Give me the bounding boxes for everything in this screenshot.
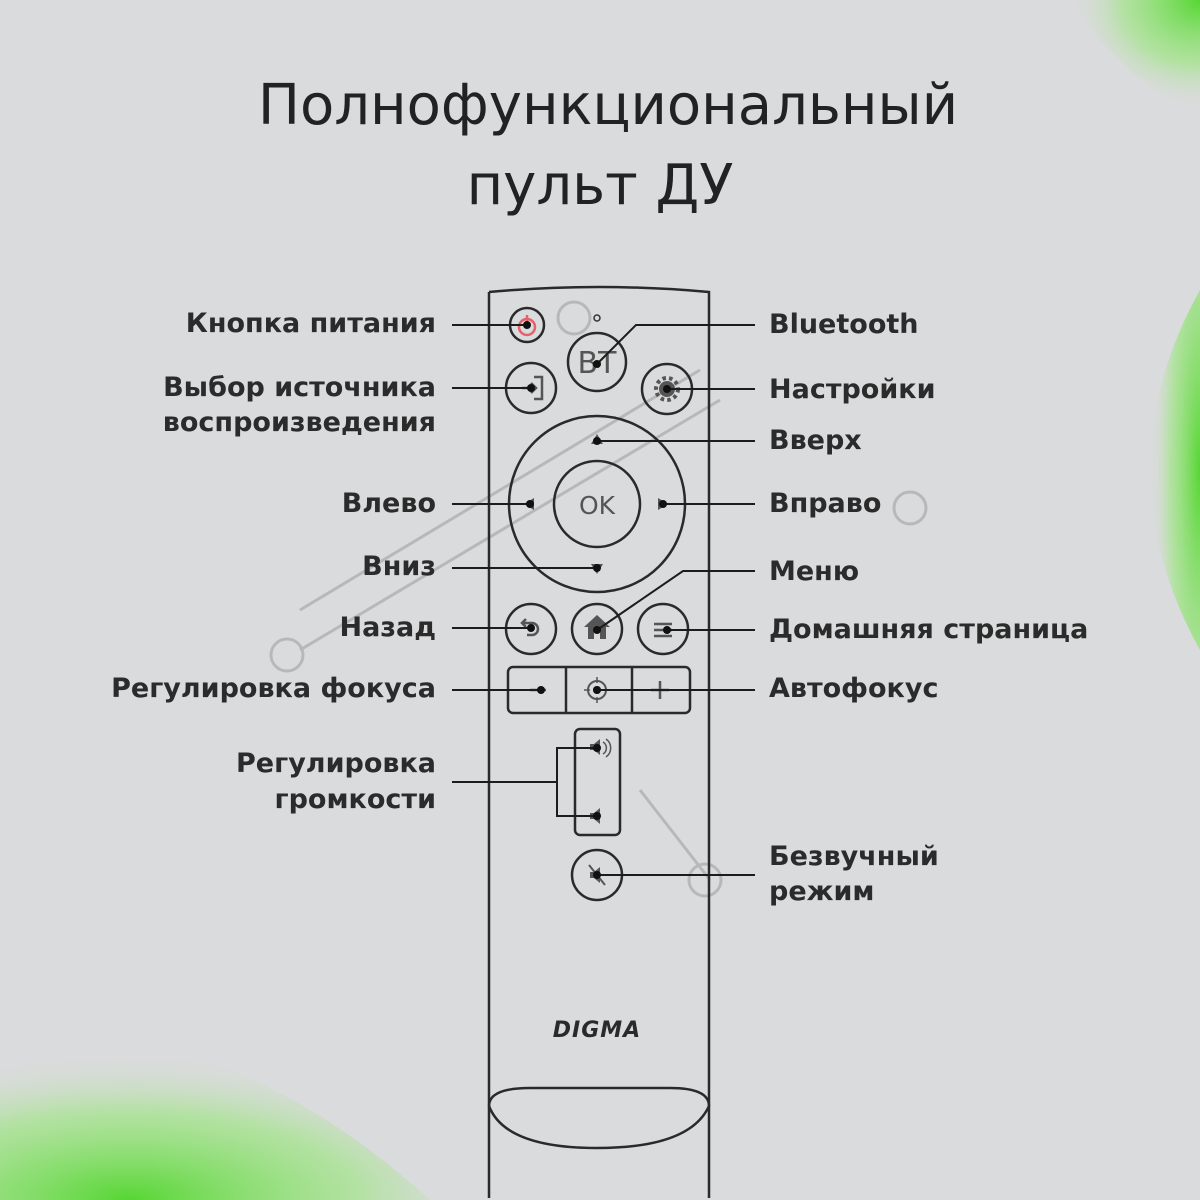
callout-lines (452, 324, 755, 876)
green-blob-top-right (1070, 0, 1200, 110)
back-arrow-icon (520, 618, 540, 637)
callout-dots (523, 321, 671, 879)
green-blob-bottom-left (0, 1035, 430, 1200)
label-menu: Меню (769, 556, 859, 587)
label-volume-line-1: Регулировка (236, 748, 436, 779)
green-blob-right (1150, 290, 1200, 650)
label-volume-line-2: громкости (275, 784, 437, 815)
label-back: Назад (339, 612, 436, 643)
label-left: Влево (342, 488, 436, 519)
label-right: Вправо (769, 488, 881, 519)
label-focus: Регулировка фокуса (111, 673, 436, 704)
title-line-1: Полнофункциональный (258, 73, 958, 138)
ok-button[interactable]: OK (552, 459, 642, 549)
label-home: Домашняя страница (769, 614, 1088, 645)
label-up: Вверх (769, 425, 862, 456)
label-power: Кнопка питания (186, 308, 436, 339)
label-down: Вниз (362, 551, 436, 582)
label-mute-line-2: режим (769, 876, 875, 907)
title-line-2: пульт ДУ (467, 153, 734, 218)
label-mute-line-1: Безвучный (769, 841, 939, 872)
indicator-led (593, 314, 601, 322)
label-bluetooth: Bluetooth (769, 309, 919, 340)
digma-logo: DIGMA (553, 1018, 641, 1043)
label-autofocus: Автофокус (769, 673, 938, 704)
remote-body (487, 285, 711, 1198)
label-source-line-1: Выбор источника (163, 372, 436, 403)
label-settings: Настройки (769, 374, 936, 405)
label-source-line-2: воспроизведения (163, 407, 436, 438)
ok-label: OK (579, 491, 616, 520)
